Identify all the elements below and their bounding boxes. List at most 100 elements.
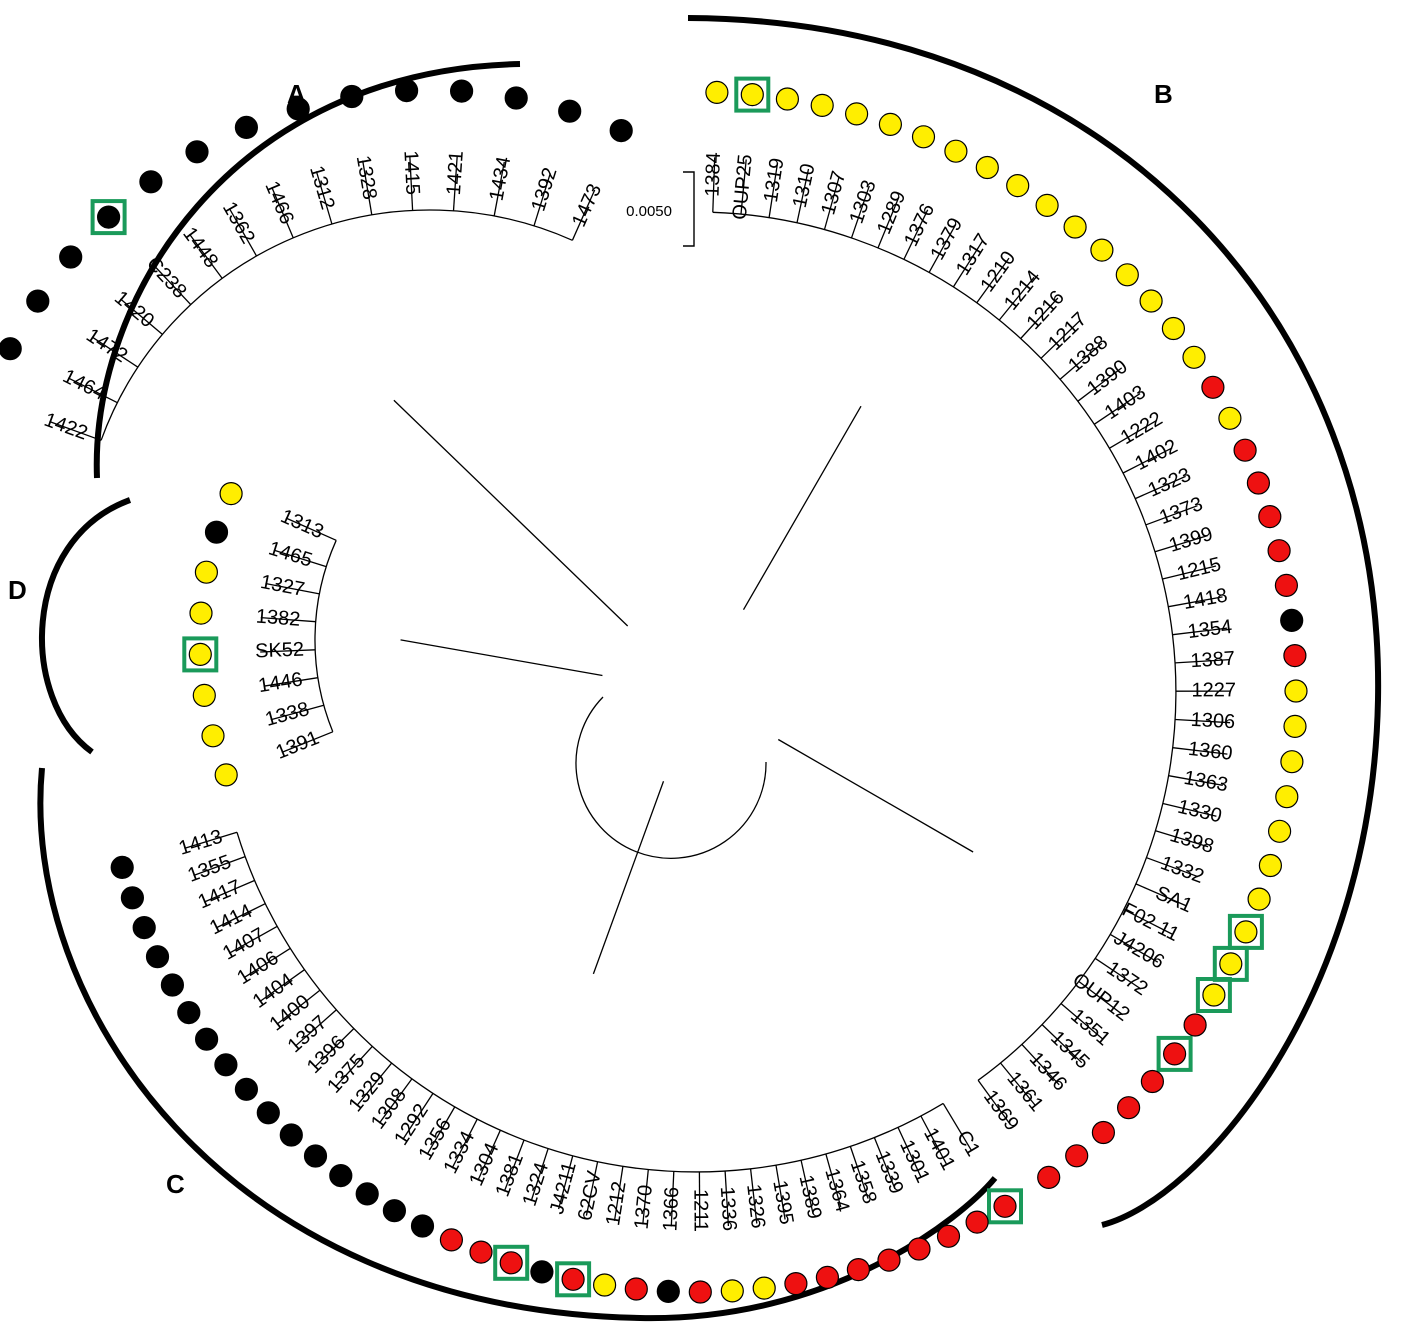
leaf-marker xyxy=(810,93,834,118)
leaf-label: 1421 xyxy=(443,150,468,196)
leaf: 1313 xyxy=(219,482,327,543)
terminal-branch xyxy=(1146,857,1199,878)
leaf-marker xyxy=(815,1265,840,1290)
leaf-marker xyxy=(26,289,50,313)
leaf-label: 1387 xyxy=(1190,648,1236,673)
leaf-label: 1215 xyxy=(1175,553,1223,585)
reference-strain-box xyxy=(555,1261,592,1298)
leaf-marker xyxy=(1037,1165,1061,1190)
terminal-branch xyxy=(877,196,900,249)
terminal-branch xyxy=(152,264,192,306)
leaf-marker xyxy=(1274,573,1299,598)
terminal-branch xyxy=(67,377,118,404)
terminal-branch xyxy=(903,209,929,260)
leaf-label: 1212 xyxy=(602,1180,631,1227)
leaf: 1421 xyxy=(443,79,474,196)
leaf-label: 62CV xyxy=(574,1168,606,1222)
leaf-marker xyxy=(1284,679,1308,703)
terminal-branch xyxy=(243,947,291,979)
leaf-label: 1338 xyxy=(263,698,312,731)
terminal-branch xyxy=(228,925,278,954)
leaf-marker xyxy=(720,1279,744,1303)
terminal-branch xyxy=(999,1062,1036,1106)
terminal-branch xyxy=(1172,747,1228,755)
terminal-branch xyxy=(1155,830,1209,848)
terminal-branch xyxy=(920,1115,948,1165)
leaf: 1473 xyxy=(568,119,633,230)
subtree-arc-a xyxy=(100,209,573,441)
terminal-branch xyxy=(613,1166,624,1221)
leaf-marker xyxy=(846,1257,871,1282)
leaf-label: 1330 xyxy=(1176,796,1224,828)
leaf-marker xyxy=(936,1224,961,1248)
leaves: 1473139214341421141513281312146613621448… xyxy=(0,76,1308,1304)
terminal-branch xyxy=(188,233,223,279)
leaf-label: 1313 xyxy=(277,505,327,543)
reference-strain-box xyxy=(987,1188,1023,1225)
leaf-marker xyxy=(214,763,238,787)
terminal-branch xyxy=(1041,1024,1083,1064)
leaf-label: 1307 xyxy=(817,169,850,218)
leaf: 1227 xyxy=(1191,679,1308,703)
subtree-arc-d xyxy=(314,540,337,733)
leaf-marker xyxy=(188,642,212,667)
leaf-marker xyxy=(204,520,229,544)
terminal-branch xyxy=(193,855,246,877)
leaf: 1330 xyxy=(1176,796,1292,843)
leaf-marker xyxy=(752,1276,776,1300)
terminal-branch xyxy=(1162,565,1217,580)
leaf-label: 1306 xyxy=(1190,709,1236,734)
terminal-branch xyxy=(1145,505,1198,526)
leaf: 1336 xyxy=(716,1186,744,1303)
leaf: 1211 xyxy=(688,1189,712,1304)
terminal-branch xyxy=(976,257,1010,304)
leaf-label: 1332 xyxy=(1157,852,1206,888)
terminal-branch xyxy=(796,168,810,223)
leaf-label: 1354 xyxy=(1187,616,1234,643)
leaf-label: 1434 xyxy=(485,155,515,203)
leaf-marker xyxy=(256,1101,280,1125)
terminal-branch xyxy=(1078,980,1124,1016)
leaf-marker xyxy=(944,139,968,163)
leaf: 1392 xyxy=(527,99,582,214)
leaf-label: 1446 xyxy=(257,669,304,698)
leaf-marker xyxy=(504,86,528,110)
leaf-marker xyxy=(1116,1096,1141,1120)
terminal-branch xyxy=(749,1168,758,1224)
leaf-marker xyxy=(1283,643,1307,668)
terminal-branch xyxy=(215,903,266,929)
leaf-marker xyxy=(1246,471,1271,495)
leaf-marker xyxy=(1182,345,1206,369)
leaf-marker xyxy=(1234,920,1258,944)
terminal-branch xyxy=(1175,658,1231,664)
terminal-branch xyxy=(1135,883,1187,907)
leaf-marker xyxy=(624,1277,648,1301)
leaf: 1366 xyxy=(656,1186,683,1304)
leaf-marker xyxy=(1283,714,1307,739)
leaf-marker xyxy=(450,79,474,103)
leaf-label: 1464 xyxy=(59,365,109,405)
leaf-label: 1465 xyxy=(266,537,315,571)
leaf-label: SK52 xyxy=(255,639,305,663)
leaf: 1360 xyxy=(1187,738,1304,774)
terminal-branch xyxy=(334,1045,373,1088)
reference-strain-box xyxy=(1195,977,1232,1013)
leaf: 1354 xyxy=(1187,608,1304,643)
terminal-branch xyxy=(273,549,327,568)
leaf-label: C1 xyxy=(952,1127,984,1160)
terminal-branch xyxy=(873,1137,896,1189)
terminal-branch xyxy=(260,616,316,623)
terminal-branch xyxy=(1123,909,1174,936)
leaf-label: 1422 xyxy=(41,409,90,445)
leaf-marker xyxy=(1258,504,1282,529)
subtree-arc-b xyxy=(712,211,1177,1081)
leaf-label: 1395 xyxy=(768,1179,797,1227)
leaf-marker xyxy=(439,1228,463,1252)
root-arc xyxy=(575,696,767,859)
reference-strain-box xyxy=(734,76,771,113)
leaf-marker xyxy=(740,82,764,107)
leaf-marker xyxy=(1219,952,1243,976)
leaf-marker xyxy=(1258,853,1283,878)
stem-to-c xyxy=(592,781,665,975)
terminal-branch xyxy=(362,160,373,216)
